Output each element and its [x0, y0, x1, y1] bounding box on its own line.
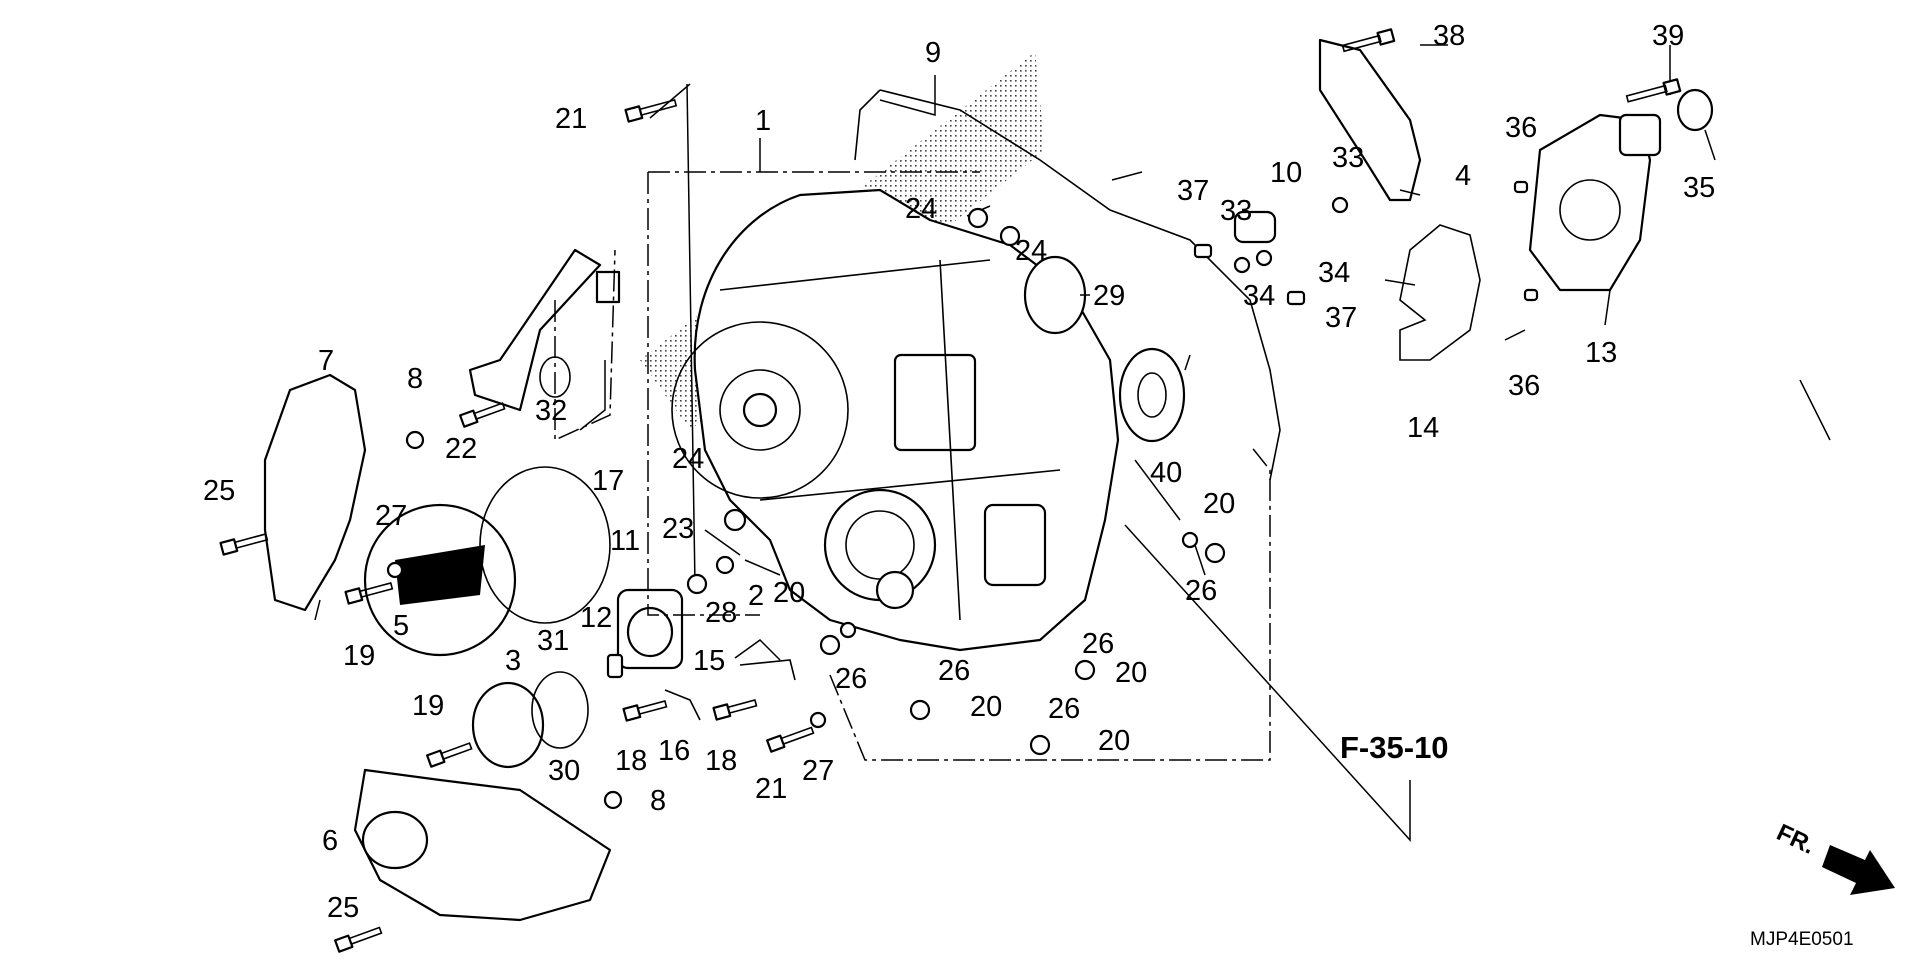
part-label: 7	[318, 345, 334, 377]
seal-35	[1676, 88, 1714, 132]
part-label: 24	[1015, 235, 1047, 267]
bracket	[468, 248, 602, 412]
part-label: 6	[322, 825, 338, 857]
part-label: 39	[1652, 20, 1684, 52]
fasteners	[219, 28, 1682, 953]
part-label: 24	[905, 193, 937, 225]
part-label: 1	[755, 105, 771, 137]
gasket-14	[1399, 224, 1481, 361]
part-label: 20	[773, 577, 805, 609]
part-label: 35	[1683, 172, 1715, 204]
front-direction-marker: FR.	[1772, 819, 1895, 895]
part-label: 9	[925, 37, 941, 69]
part-label: 38	[1433, 20, 1465, 52]
part-label: 40	[1150, 457, 1182, 489]
part-label: 33	[1332, 142, 1364, 174]
part-label: 13	[1585, 337, 1617, 369]
cover-5	[363, 503, 517, 657]
part-label: 36	[1505, 112, 1537, 144]
arrow-right-icon	[1822, 845, 1895, 895]
guard-7	[263, 373, 367, 612]
part-label: 27	[375, 500, 407, 532]
water-pump	[1528, 113, 1662, 292]
part-label: 14	[1407, 412, 1439, 444]
part-label: 19	[412, 690, 444, 722]
part-label: 37	[1177, 175, 1209, 207]
part-label: 24	[672, 443, 704, 475]
part-label: 20	[1115, 657, 1147, 689]
part-label: 8	[650, 785, 666, 817]
part-label: 21	[555, 103, 587, 135]
part-label: 26	[835, 663, 867, 695]
collar-10	[1233, 210, 1277, 244]
part-labels: 1 2 3 4 5 6 7 8 8 9 10 11 12 13 14 15 16…	[203, 20, 1715, 924]
part-label: 28	[705, 597, 737, 629]
part-label: 20	[1098, 725, 1130, 757]
front-label: FR.	[1772, 819, 1818, 860]
sensor	[595, 270, 621, 304]
o-ring-31	[479, 466, 611, 624]
part-label: 27	[802, 755, 834, 787]
bearing	[1118, 347, 1186, 443]
part-label: 5	[393, 610, 409, 642]
group-frame-left	[647, 171, 980, 616]
part-label: 4	[1455, 160, 1471, 192]
part-label: 8	[407, 363, 423, 395]
group-frame-bracket	[554, 249, 616, 442]
cap-3	[471, 681, 545, 769]
part-label: 26	[1185, 575, 1217, 607]
seal-29	[1023, 255, 1087, 335]
part-label: 19	[343, 640, 375, 672]
bracket-4	[1318, 38, 1422, 202]
part-label: 36	[1508, 370, 1540, 402]
part-label: 33	[1220, 195, 1252, 227]
part-label: 30	[548, 755, 580, 787]
reference-code: F-35-10	[1340, 730, 1449, 765]
part-label: 12	[580, 602, 612, 634]
cover-gasket	[854, 89, 1281, 481]
part-label: 34	[1318, 257, 1350, 289]
part-label: 15	[693, 645, 725, 677]
part-label: 29	[1093, 280, 1125, 312]
part-label: 16	[658, 735, 690, 767]
part-label: 25	[203, 475, 235, 507]
part-label: 2	[748, 580, 764, 612]
part-label: 18	[615, 745, 647, 777]
o-ring-30	[531, 671, 589, 749]
part-label: 32	[535, 395, 567, 427]
part-label: 20	[970, 691, 1002, 723]
drawing-code: MJP4E0501	[1750, 929, 1854, 950]
part-label: 20	[1203, 488, 1235, 520]
part-label: 17	[592, 465, 624, 497]
part-label: 26	[1082, 628, 1114, 660]
part-label: 22	[445, 433, 477, 465]
crankcase-cover	[671, 188, 1120, 652]
part-label: 26	[1048, 693, 1080, 725]
part-label: 25	[327, 892, 359, 924]
part-label: 18	[705, 745, 737, 777]
group-frame-bottom	[829, 444, 1271, 761]
part-label: 31	[537, 625, 569, 657]
part-label: 10	[1270, 157, 1302, 189]
part-label: 11	[610, 525, 640, 557]
part-label: 21	[755, 773, 787, 805]
part-label: 3	[505, 645, 521, 677]
part-label: 34	[1243, 280, 1275, 312]
oil-filter	[616, 588, 684, 670]
part-label: 23	[662, 513, 694, 545]
part-label: 37	[1325, 302, 1357, 334]
part-label: 26	[938, 655, 970, 687]
